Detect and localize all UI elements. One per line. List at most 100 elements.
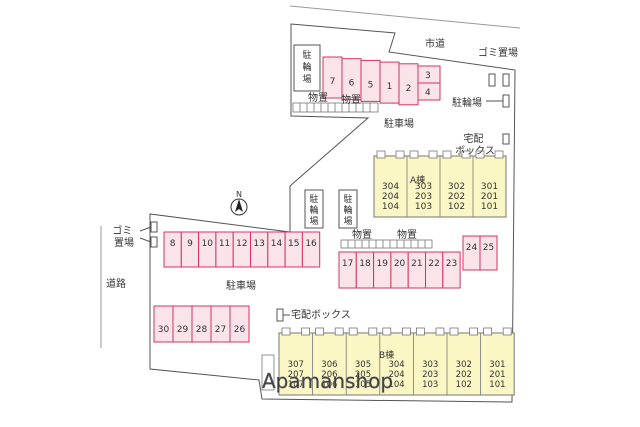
parking-space-number: 4 (425, 88, 431, 98)
parking-space-number: 24 (466, 243, 478, 253)
parking-space-number: 27 (215, 325, 226, 335)
parking-space-number: 26 (234, 325, 246, 335)
bicycle-mid-2-char3: 場 (343, 215, 352, 227)
delivery-box-b-rect (276, 308, 284, 322)
entrance-notch (409, 150, 419, 159)
entrance-notch (442, 150, 452, 159)
parking-space (479, 235, 498, 271)
entrance-notch (368, 327, 378, 336)
road-edge-top (289, 5, 521, 29)
unit-number: 102 (456, 380, 472, 390)
unit-number: 303 (415, 182, 432, 192)
entrance-notch (401, 327, 411, 336)
label-trash-top: ゴミ置場 (478, 46, 518, 59)
unit-number: 301 (489, 360, 505, 370)
unit-number: 202 (456, 370, 472, 380)
parking-space (442, 251, 461, 289)
parking-space (191, 305, 212, 343)
parking-space (462, 235, 481, 271)
parking-space (198, 231, 217, 268)
parking-space-number: 17 (342, 259, 353, 269)
walkway-strip-top (292, 102, 379, 113)
unit-number: 103 (415, 202, 432, 212)
bicycle-mid-1-char2: 輪 (309, 204, 318, 216)
entrance-notch (301, 327, 311, 336)
bicycle-mid-1-char3: 場 (309, 215, 318, 227)
bicycle-rack-right-1 (502, 94, 510, 108)
parking-space-number: 23 (446, 259, 457, 269)
parking-space-number: 2 (406, 84, 412, 94)
parking-space (417, 82, 441, 101)
walkway-strip-mid (340, 239, 433, 249)
unit-number: 304 (388, 360, 404, 370)
parking-space (153, 305, 174, 343)
parking-top-pair: 34 (417, 65, 441, 101)
trash-bin-top-2 (502, 73, 510, 87)
parking-space (267, 231, 286, 268)
unit-number: 307 (288, 360, 304, 370)
bicycle-label-top-left: 駐 (302, 49, 311, 61)
trash-bin-left-1 (150, 221, 158, 233)
label-storage-top-2: 物置 (341, 93, 361, 106)
unit-number: 101 (489, 380, 505, 390)
unit-number: 304 (382, 182, 399, 192)
parking-space (229, 305, 250, 343)
building-label: A棟 (410, 174, 425, 186)
bicycle-parking-mid-2 (338, 189, 358, 229)
bicycle-label-top-left-2: 輪 (302, 61, 311, 73)
parking-space (355, 251, 375, 289)
parking-space-number: 19 (377, 259, 389, 269)
trash-left-pointer-2 (139, 237, 152, 243)
parking-space-number: 14 (271, 239, 283, 249)
parking-space (215, 231, 234, 268)
unit-number: 204 (382, 192, 399, 202)
entrance-notch (334, 327, 344, 336)
label-road-left: 道路 (106, 277, 126, 290)
entrance-notch (469, 327, 479, 336)
label-delivery-box-b: 宅配ボックス (291, 308, 351, 321)
bicycle-label-top-left-3: 場 (302, 73, 311, 85)
parking-space (373, 251, 392, 289)
parking-space-number: 11 (219, 239, 230, 249)
entrance-notch (395, 150, 405, 159)
parking-space-number: 6 (349, 79, 355, 89)
unit-number: 203 (422, 370, 438, 380)
label-bicycle-right: 駐輪場 (452, 96, 482, 109)
entrance-notch (315, 327, 325, 336)
unit-number: 102 (448, 202, 465, 212)
entrance-notch (494, 150, 504, 159)
unit-number: 104 (388, 380, 404, 390)
building-outline (278, 332, 515, 396)
entrance-notch (428, 150, 438, 159)
parking-space-number: 9 (187, 239, 193, 249)
parking-space (172, 305, 193, 343)
parking-space-number: 1 (387, 82, 393, 92)
entrance-notch (382, 327, 392, 336)
building-b: 3072071073062061063052051053042041043032… (278, 327, 515, 396)
label-parking-top: 駐車場 (384, 117, 414, 130)
unit-number: 107 (288, 380, 304, 390)
parking-space-number: 28 (196, 325, 208, 335)
compass-arrow-icon (235, 199, 243, 212)
entrance-notch (461, 150, 471, 159)
entrance-notch (502, 327, 512, 336)
unit-number: 205 (355, 370, 371, 380)
parking-space-number: 13 (253, 239, 264, 249)
label-trash-left: ゴミ 置場 (112, 224, 135, 249)
entrance-notch (449, 327, 459, 336)
unit-number: 206 (321, 370, 337, 380)
unit-number: 103 (422, 380, 438, 390)
parking-space (250, 231, 269, 268)
bicycle-parking-mid-1 (304, 189, 324, 229)
parking-space (180, 231, 200, 268)
entrance-notch (475, 150, 485, 159)
unit-number: 105 (355, 380, 371, 390)
unit-number: 301 (481, 182, 498, 192)
parking-space (232, 231, 251, 268)
